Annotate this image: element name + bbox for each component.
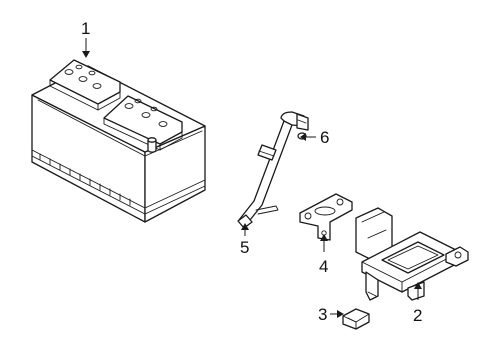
leader-4 xyxy=(320,234,328,252)
vent-hose[interactable] xyxy=(237,120,293,229)
vent-cap xyxy=(124,98,168,127)
terminal-post xyxy=(147,137,157,153)
leader-3 xyxy=(330,310,344,318)
callout-4: 4 xyxy=(319,257,328,276)
callout-5: 5 xyxy=(240,238,249,257)
hold-down-bracket[interactable] xyxy=(299,193,353,241)
leader-2 xyxy=(414,282,422,300)
callout-1: 1 xyxy=(81,19,90,38)
callout-2: 2 xyxy=(413,306,422,325)
battery-ribs xyxy=(39,153,131,206)
leader-5 xyxy=(241,223,249,236)
callout-3: 3 xyxy=(318,305,327,324)
battery-tray[interactable] xyxy=(355,207,469,301)
leader-1 xyxy=(82,38,90,58)
vent-cap xyxy=(64,64,102,89)
callout-6: 6 xyxy=(320,128,329,147)
small-bracket[interactable] xyxy=(342,308,370,330)
battery[interactable] xyxy=(31,59,206,223)
leader-6 xyxy=(300,133,316,141)
